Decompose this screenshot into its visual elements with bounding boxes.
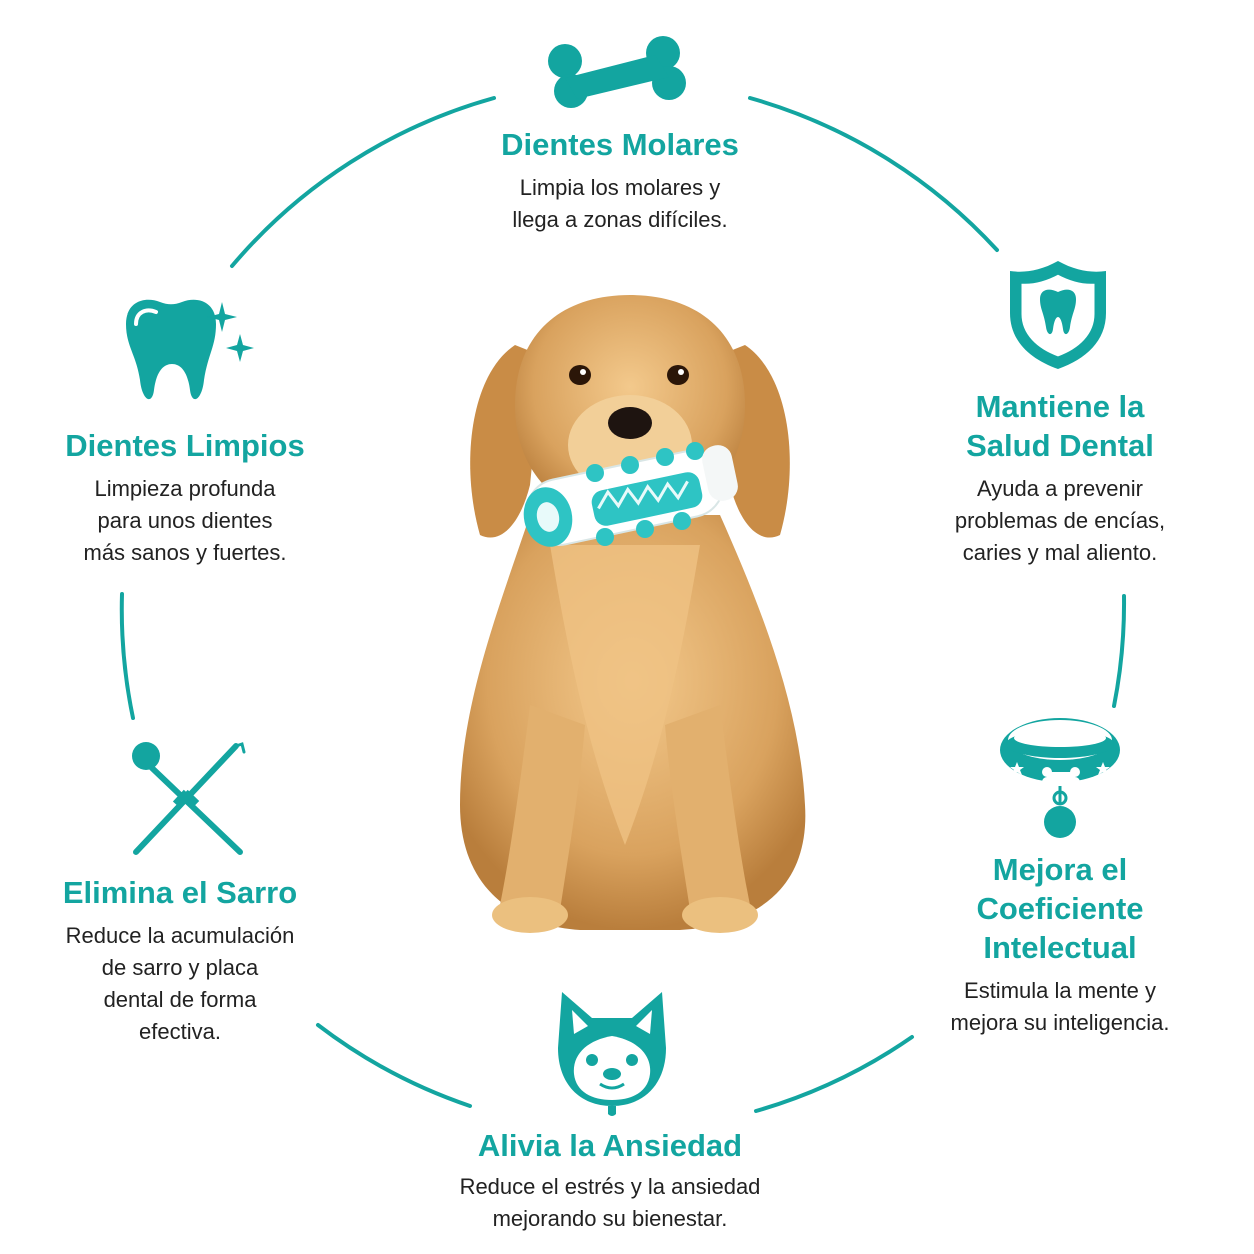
- dog-collar-icon: [1000, 718, 1120, 838]
- feature-title: Dientes Limpios: [65, 428, 305, 463]
- feature-salud-dental: Mantiene la Salud Dental Ayuda a preveni…: [900, 387, 1220, 569]
- feature-description: Estimula la mente y mejora su inteligenc…: [950, 978, 1170, 1035]
- feature-title: Mejora el Coeficiente Intelectual: [976, 852, 1144, 965]
- dental-tools-icon: [132, 742, 246, 855]
- arc-segment: [119, 592, 135, 720]
- feature-title: Mantiene la Salud Dental: [966, 389, 1154, 463]
- feature-description: Ayuda a prevenir problemas de encías, ca…: [954, 476, 1166, 565]
- bone-icon: [548, 36, 686, 108]
- shield-tooth-icon: [1010, 261, 1106, 369]
- feature-description: Limpia los molares y llega a zonas difíc…: [512, 175, 728, 232]
- dental-chew-toy: [523, 442, 738, 547]
- feature-description: Limpieza profunda para unos dientes más …: [83, 476, 287, 565]
- feature-dientes-limpios: Dientes Limpios Limpieza profunda para u…: [35, 426, 335, 569]
- arc-segment: [748, 96, 999, 252]
- feature-description: Reduce el estrés y la ansiedad mejorando…: [459, 1174, 761, 1231]
- arc-segment: [1112, 594, 1127, 708]
- arc-segment: [754, 1035, 914, 1113]
- feature-title: Alivia la Ansiedad: [477, 1128, 743, 1163]
- feature-dientes-molares: Dientes Molares Limpia los molares y lle…: [420, 125, 820, 236]
- dog-face-icon: [558, 992, 666, 1116]
- arc-segment: [316, 1023, 472, 1108]
- feature-description: Reduce la acumulación de sarro y placa d…: [65, 923, 295, 1044]
- feature-elimina-sarro: Elimina el Sarro Reduce la acumulación d…: [30, 873, 330, 1048]
- feature-alivia-ansiedad: Alivia la Ansiedad Reduce el estrés y la…: [400, 1126, 820, 1235]
- feature-coeficiente-intelectual: Mejora el Coeficiente Intelectual Estimu…: [900, 850, 1220, 1039]
- sparkling-tooth-icon: [126, 299, 254, 400]
- dog-with-toy-image: [460, 295, 806, 933]
- arc-segment: [230, 96, 496, 268]
- feature-title: Dientes Molares: [501, 127, 739, 162]
- feature-title: Elimina el Sarro: [62, 875, 298, 910]
